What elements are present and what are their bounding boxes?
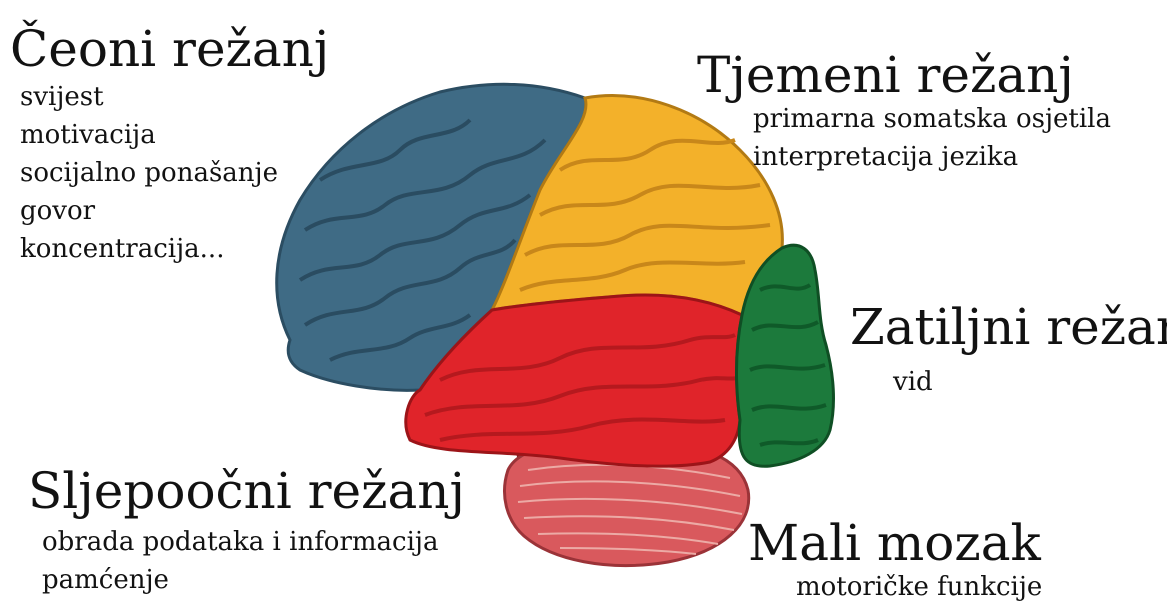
parietal-function-item: primarna somatska osjetila xyxy=(753,100,1111,138)
frontal-lobe-title: Čeoni režanj xyxy=(10,24,329,74)
parietal-lobe-functions: primarna somatska osjetila interpretacij… xyxy=(753,100,1111,176)
frontal-function-item: svijest xyxy=(20,78,278,116)
temporal-lobe-title: Sljepoočni režanj xyxy=(28,466,465,516)
parietal-function-item: interpretacija jezika xyxy=(753,138,1111,176)
cerebellum-functions: motoričke funkcije xyxy=(796,568,1042,606)
temporal-function-item: pamćenje xyxy=(42,561,439,599)
frontal-function-item: motivacija xyxy=(20,116,278,154)
cerebellum-title: Mali mozak xyxy=(748,518,1041,568)
frontal-function-item: govor xyxy=(20,192,278,230)
parietal-lobe-title: Tjemeni režanj xyxy=(697,50,1074,100)
occipital-lobe-title: Zatiljni režanj xyxy=(850,302,1167,352)
occipital-function-item: vid xyxy=(893,363,933,401)
cerebellum-function-item: motoričke funkcije xyxy=(796,568,1042,606)
temporal-lobe-functions: obrada podataka i informacija pamćenje xyxy=(42,523,439,599)
frontal-function-item: koncentracija... xyxy=(20,230,278,268)
frontal-function-item: socijalno ponašanje xyxy=(20,154,278,192)
frontal-lobe-functions: svijest motivacija socijalno ponašanje g… xyxy=(20,78,278,268)
temporal-function-item: obrada podataka i informacija xyxy=(42,523,439,561)
occipital-lobe-functions: vid xyxy=(893,363,933,401)
